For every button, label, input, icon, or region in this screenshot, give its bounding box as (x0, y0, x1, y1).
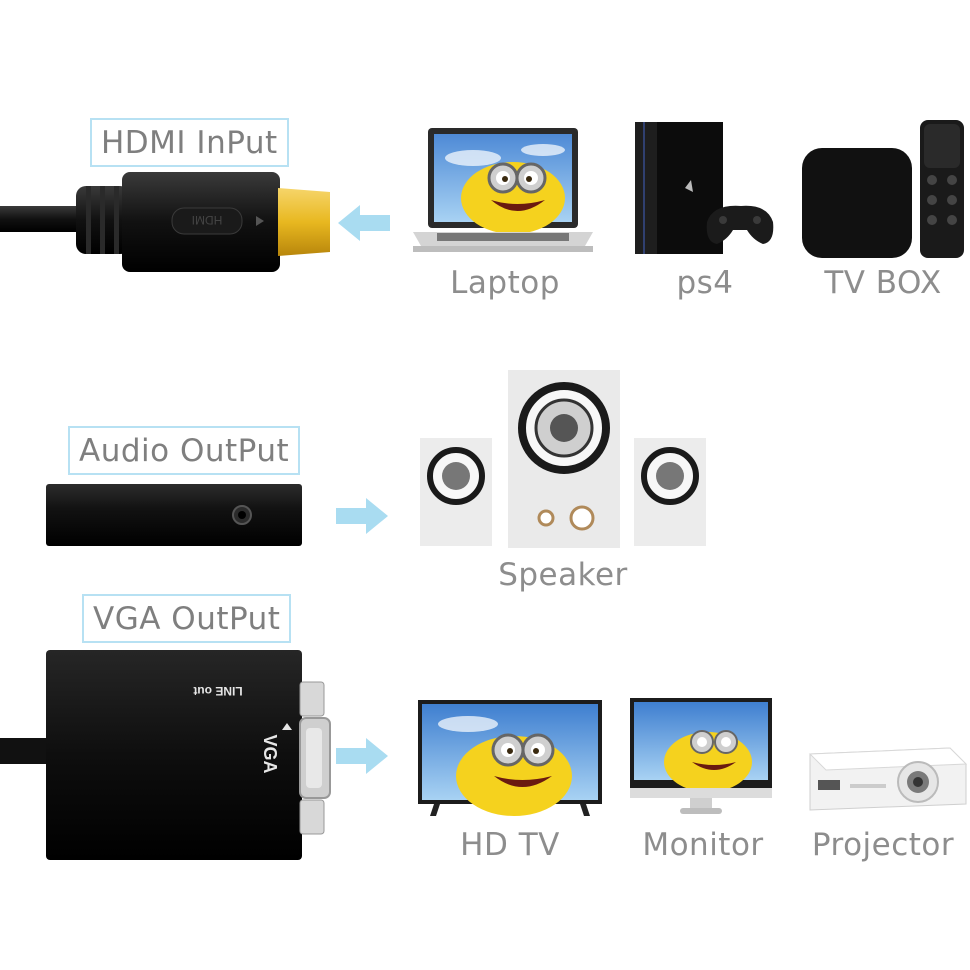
vga-output-label: VGA OutPut (82, 594, 292, 643)
device-label-laptop: Laptop (450, 265, 560, 301)
tv-box-icon (802, 120, 964, 258)
device-label-speaker: Speaker (498, 557, 628, 593)
audio-output-label: Audio OutPut (68, 426, 301, 475)
vga-adapter-icon: LINE out VGA (0, 650, 331, 860)
ps4-console-icon (635, 122, 774, 254)
audio-adapter-icon (46, 484, 302, 546)
device-label-projector: Projector (811, 827, 955, 863)
monitor-icon (630, 698, 772, 814)
left-arrow-icon (338, 205, 390, 241)
projector-icon (808, 747, 968, 811)
hdmi-cable-icon: HDMI (0, 172, 330, 272)
right-arrow-icon (336, 738, 388, 774)
device-label-monitor: Monitor (642, 827, 764, 863)
hd-tv-icon (418, 700, 602, 816)
device-label-ps4: ps4 (676, 265, 734, 301)
speaker-set-icon (420, 370, 706, 548)
laptop-icon (413, 128, 593, 252)
device-label-tv-box: TV BOX (824, 265, 942, 301)
device-label-hd-tv: HD TV (460, 827, 560, 863)
svg-text:HDMI: HDMI (192, 213, 223, 227)
right-arrow-icon (336, 498, 388, 534)
vga-port-text: VGA (260, 734, 280, 773)
vga-line-out-text: LINE out (193, 684, 242, 698)
hdmi-input-label: HDMI InPut (90, 118, 289, 167)
